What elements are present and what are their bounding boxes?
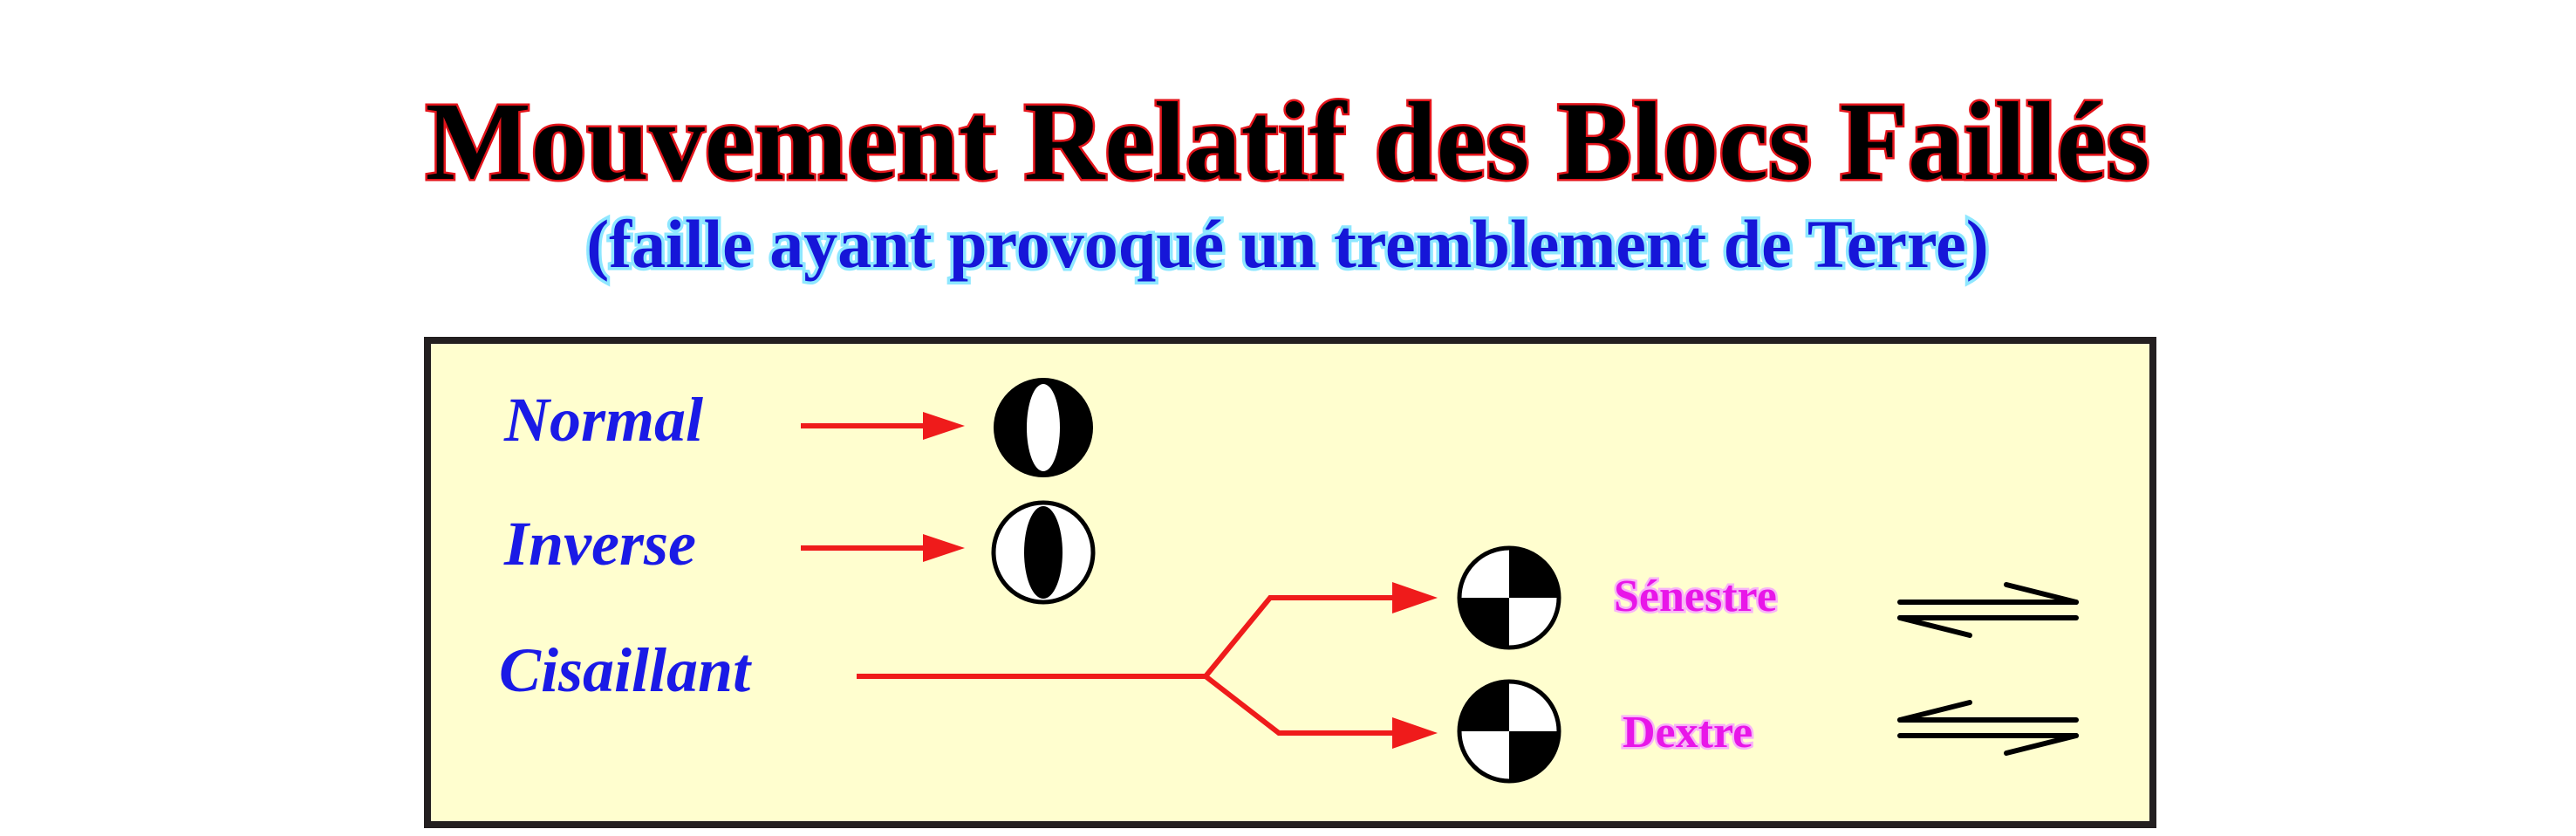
arrow-cisaillant-branch: [857, 582, 1438, 749]
label-normal: Normal: [503, 385, 703, 455]
page-title: Mouvement Relatif des Blocs Faillés: [426, 79, 2150, 203]
label-dextre: Dextre: [1623, 708, 1753, 757]
focal-mechanism-strike-slip-dextre-icon: [1457, 679, 1561, 784]
arrow-normal: [801, 412, 965, 440]
half-arrows-dextre-icon: [1897, 700, 2079, 756]
label-senestre: Sénestre: [1614, 572, 1777, 621]
page-subtitle: (faille ayant provoqué un tremblement de…: [586, 206, 1989, 282]
focal-mechanism-normal-icon: [994, 378, 1093, 477]
arrow-inverse: [801, 534, 965, 562]
half-arrows-senestre-icon: [1897, 582, 2079, 638]
label-inverse: Inverse: [503, 509, 696, 579]
label-cisaillant: Cisaillant: [499, 635, 752, 705]
focal-mechanism-strike-slip-senestre-icon: [1457, 545, 1561, 650]
focal-mechanism-inverse-icon: [991, 500, 1096, 605]
legend-panel: [424, 337, 2156, 828]
